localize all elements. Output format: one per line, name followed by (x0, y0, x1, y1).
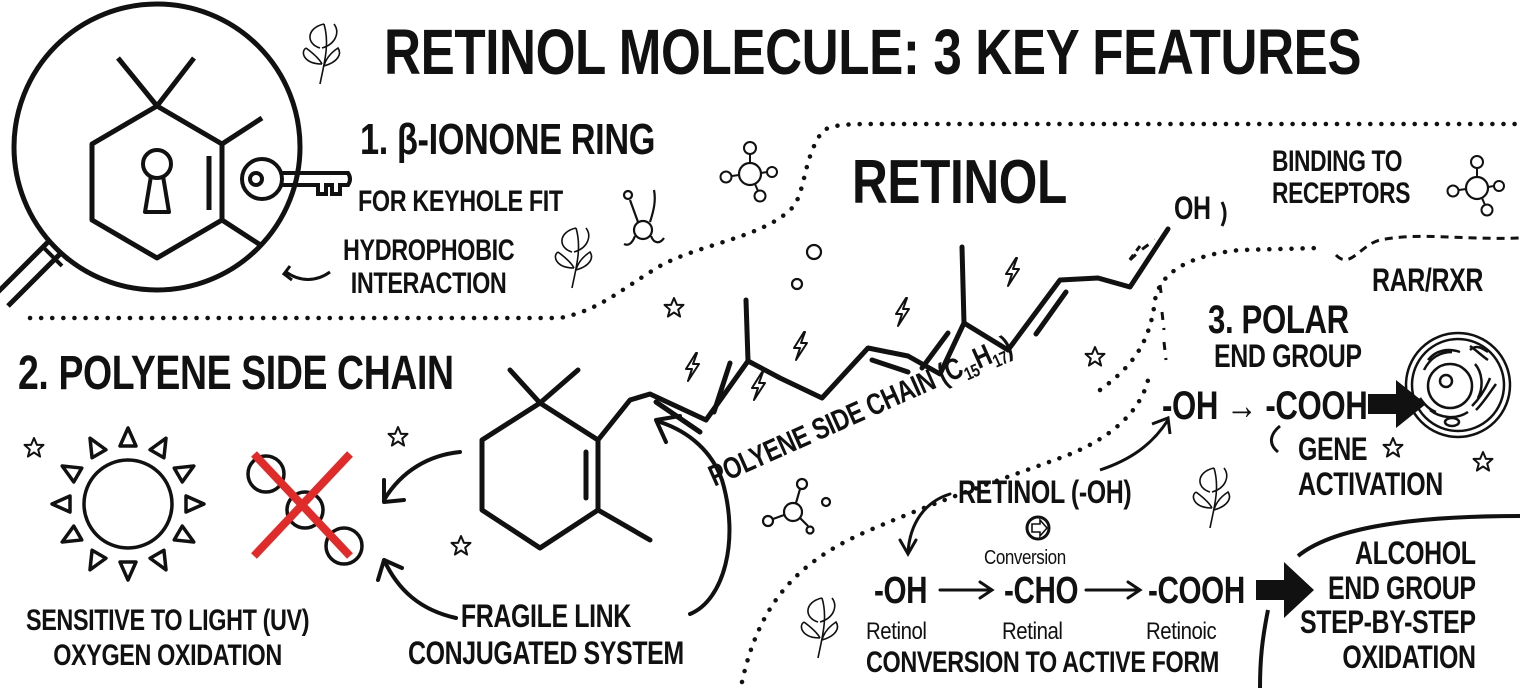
keyhole-icon (141, 148, 173, 214)
arrow (376, 414, 732, 620)
feature1-note-line1: HYDROPHOBIC (343, 234, 515, 267)
alcohol-line3: STEP-BY-STEP (1300, 604, 1476, 641)
group-name-retinoic: Retinoic (1146, 618, 1217, 645)
page-title: RETINOL MOLECULE: 3 KEY FEATURES (384, 16, 1362, 88)
group-formula-retinoic: -COOH (1148, 570, 1245, 612)
feature1-note: HYDROPHOBIC INTERACTION (343, 234, 515, 300)
lightning-icon (895, 297, 910, 327)
broken-bond-icon (246, 451, 364, 566)
sun-icon (50, 426, 206, 582)
conversion-source: RETINOL (-OH) (958, 474, 1132, 510)
feature3-heading: 3. POLAR (1208, 298, 1349, 342)
lightning-icon (793, 331, 808, 361)
fragile-line1: FRAGILE LINK (460, 598, 631, 634)
feature1-note-line2: INTERACTION (350, 267, 507, 300)
group-formula-retinal: -CHO (1004, 570, 1079, 612)
fragile-line2: CONJUGATED SYSTEM (408, 634, 684, 671)
leaf-icon (1192, 467, 1231, 529)
fragile-link-label: FRAGILE LINK CONJUGATED SYSTEM (408, 598, 684, 672)
conversion-label: Conversion (984, 547, 1066, 569)
feature3-reaction: -OH → -COOH (1162, 384, 1368, 428)
lightning-icon (1005, 257, 1020, 287)
dna-icon (1469, 344, 1489, 362)
star-icon (387, 426, 409, 447)
conversion-icon (1031, 517, 1049, 539)
binding-line1: BINDING TO (1272, 145, 1403, 178)
lightning-icon (751, 371, 766, 401)
sensitivity-line1: SENSITIVE TO LIGHT (UV) (26, 604, 310, 637)
lightning-icon (685, 352, 700, 382)
hydroxyl-label: OH (1174, 190, 1211, 226)
star-icon (1084, 346, 1106, 367)
feature2-heading: 2. POLYENE SIDE CHAIN (18, 347, 454, 400)
conversion-caption: CONVERSION TO ACTIVE FORM (866, 646, 1219, 679)
dna-icon (1471, 377, 1498, 411)
star-icon (1472, 451, 1494, 472)
sensitivity-label: SENSITIVE TO LIGHT (UV) OXYGEN OXIDATION (26, 604, 310, 673)
arrow (898, 492, 1143, 600)
star-icon (23, 437, 45, 458)
receptor-label: RAR/RXR (1372, 262, 1483, 298)
alcohol-end-group-label: ALCOHOL END GROUP STEP-BY-STEP OXIDATION (1300, 536, 1476, 674)
star-icon (663, 297, 685, 318)
cross-icon (251, 451, 353, 559)
feature1-heading: 1. β-IONONE RING (360, 115, 656, 164)
molecule-icon (719, 140, 779, 203)
magnifier-icon (0, 1, 303, 308)
star-icon (450, 535, 472, 556)
gene-activation-label: GENE ACTIVATION (1298, 431, 1443, 503)
arrow-icon (1256, 562, 1314, 618)
alcohol-line4: OXIDATION (1342, 638, 1476, 675)
group-formula-retinol: -OH (874, 570, 928, 612)
molecule-icon (1446, 154, 1506, 217)
feature1-subtitle: FOR KEYHOLE FIT (358, 185, 563, 218)
molecule-icon (622, 189, 665, 246)
gene-line1: GENE (1298, 431, 1368, 467)
beta-ionone-ring-icon (89, 56, 264, 261)
binding-label: BINDING TO RECEPTORS (1272, 146, 1410, 209)
alcohol-line1: ALCOHOL (1354, 535, 1476, 571)
sensitivity-line2: OXYGEN OXIDATION (53, 638, 282, 672)
dotted-divider (27, 121, 1520, 685)
feature3-subheading: END GROUP (1214, 338, 1362, 374)
leaf-icon (554, 227, 593, 289)
leaf-icon (302, 23, 341, 85)
group-name-retinal: Retinal (1002, 618, 1063, 645)
molecule-icon (761, 477, 832, 535)
key-icon (240, 157, 352, 201)
arrow-icon (1368, 380, 1426, 428)
molecule-label: RETINOL (852, 148, 1067, 217)
arrow (1099, 415, 1281, 472)
leaf-icon (800, 597, 839, 659)
alcohol-line2: END GROUP (1327, 569, 1476, 606)
gene-line2: ACTIVATION (1298, 466, 1443, 503)
binding-line2: RECEPTORS (1272, 176, 1411, 210)
cell-icon (1404, 331, 1512, 439)
group-name-retinol: Retinol (866, 618, 927, 645)
